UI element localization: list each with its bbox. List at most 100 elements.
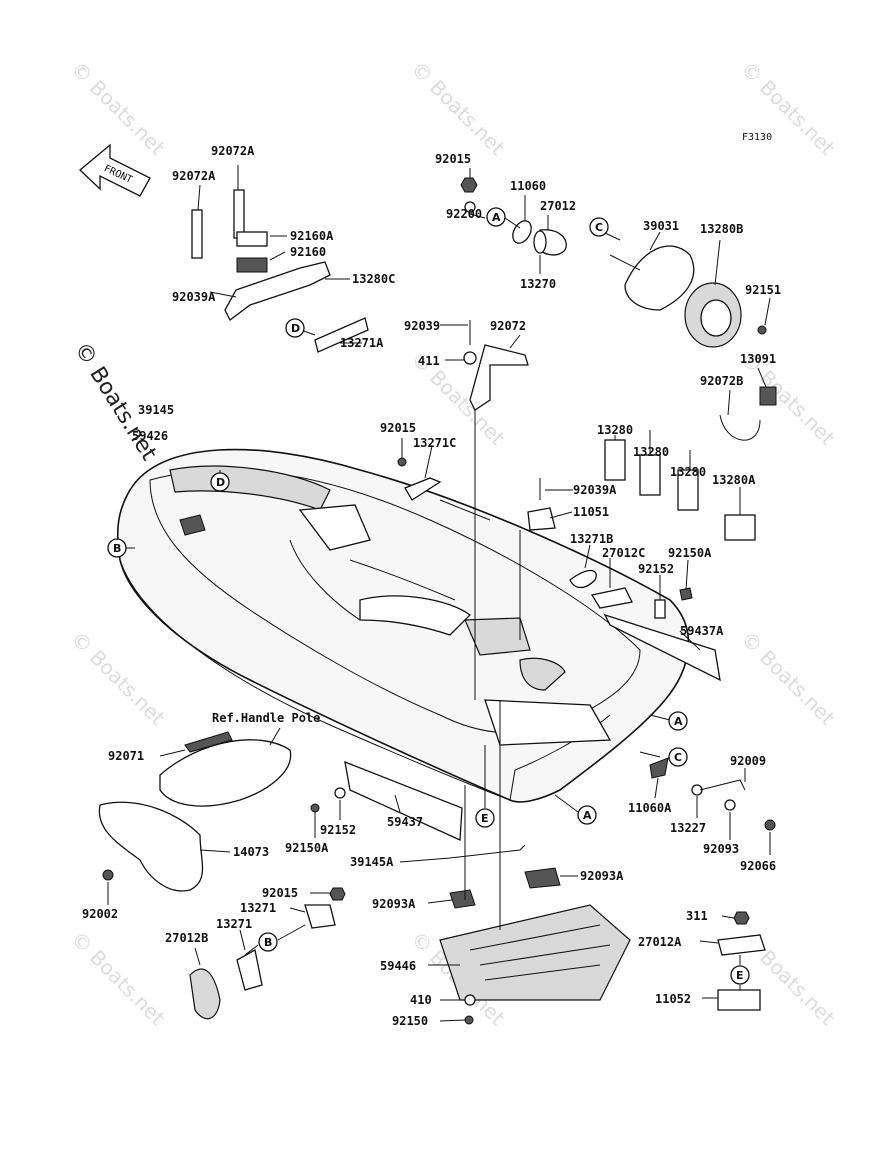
part-label: 92152 (320, 823, 356, 837)
part-label: 92015 (262, 886, 298, 900)
part-label: 92152 (638, 562, 674, 576)
part-label: 11052 (655, 992, 691, 1006)
svg-text:C: C (595, 221, 603, 234)
hull (116, 448, 690, 803)
part-label: 13280C (352, 272, 395, 286)
callout-d: D (285, 318, 305, 338)
part-label: 13227 (670, 821, 706, 835)
part-label: 13271C (413, 436, 456, 450)
part-label: 13271B (570, 532, 613, 546)
part-label: 411 (418, 354, 440, 368)
straps (191, 189, 369, 353)
part-label: 13271 (216, 917, 252, 931)
part-label: 13280B (700, 222, 743, 236)
right-parts (649, 757, 776, 1011)
mid-brackets (397, 457, 721, 682)
part-label: 13271 (240, 901, 276, 915)
part-label: 27012 (540, 199, 576, 213)
part-label: 39145A (350, 855, 394, 869)
part-label: 39145 (138, 403, 174, 417)
part-label: 59426 (132, 429, 168, 443)
part-label: 13091 (740, 352, 776, 366)
watermark: © Boats.net (736, 627, 839, 730)
clamps (604, 386, 777, 541)
part-labels: 92072A 92072A 92160A 92160 13280C 92039A… (82, 144, 781, 1028)
svg-text:B: B (113, 542, 121, 555)
part-label: 59437 (387, 815, 423, 829)
part-label: 92093A (580, 869, 624, 883)
part-label: 11051 (573, 505, 609, 519)
pole-bracket (463, 320, 529, 411)
front-arrow-icon: FRONT (79, 143, 151, 197)
part-label: 27012A (638, 935, 682, 949)
part-label: 13270 (520, 277, 556, 291)
part-label: 92151 (745, 283, 781, 297)
callout-a: A (577, 805, 597, 825)
svg-text:D: D (291, 322, 300, 335)
part-label: 92066 (740, 859, 776, 873)
part-label: 92072A (172, 169, 216, 183)
part-label: 92150A (285, 841, 329, 855)
svg-text:E: E (481, 812, 489, 825)
watermark: © Boats.net (66, 57, 169, 160)
callout-e: E (475, 808, 495, 828)
part-label: 39031 (643, 219, 679, 233)
callout-b: B (107, 538, 127, 558)
diagram-code: F3130 (742, 132, 772, 143)
part-label: 92015 (435, 152, 471, 166)
part-label: 92071 (108, 749, 144, 763)
part-label: 92039A (573, 483, 617, 497)
callouts: D A C D B A C A E B E (107, 207, 750, 985)
callout-c: C (668, 747, 688, 767)
part-label: 13280 (670, 465, 706, 479)
part-label: 92160 (290, 245, 326, 259)
part-label: 11060 (510, 179, 546, 193)
part-label: 92093A (372, 897, 416, 911)
part-label: 92039A (172, 290, 216, 304)
svg-text:B: B (264, 936, 272, 949)
part-label: 13280A (712, 473, 756, 487)
callout-d: D (210, 472, 230, 492)
part-label: 92200 (446, 207, 482, 221)
watermark: © Boats.net (66, 627, 169, 730)
top-cluster (460, 177, 567, 256)
part-label: 92072B (700, 374, 743, 388)
part-label: 27012B (165, 931, 208, 945)
part-label: 13271A (340, 336, 384, 350)
part-label: 92072A (211, 144, 255, 158)
svg-text:E: E (736, 969, 744, 982)
reference-label: Ref.Handle Pole (212, 711, 320, 725)
watermark: © Boats.net (406, 57, 509, 160)
callout-a: A (486, 207, 506, 227)
part-label: 92072 (490, 319, 526, 333)
part-label: 92160A (290, 229, 334, 243)
lower-parts (98, 731, 631, 1025)
part-label: 59437A (680, 624, 724, 638)
part-label: 14073 (233, 845, 269, 859)
callout-c: C (589, 217, 609, 237)
part-label: 311 (686, 909, 708, 923)
part-label: 13280 (633, 445, 669, 459)
svg-text:A: A (674, 715, 683, 728)
svg-text:C: C (674, 751, 682, 764)
part-label: 11060A (628, 801, 672, 815)
part-label: 92150 (392, 1014, 428, 1028)
part-label: 92039 (404, 319, 440, 333)
watermark-dark: © Boats.net (69, 338, 162, 465)
part-label: 27012C (602, 546, 645, 560)
part-label: 410 (410, 993, 432, 1007)
part-label: 92150A (668, 546, 712, 560)
svg-text:A: A (492, 211, 501, 224)
part-label: 92093 (703, 842, 739, 856)
leader-lines (107, 165, 771, 1022)
part-label: 59446 (380, 959, 416, 973)
part-label: 92015 (380, 421, 416, 435)
svg-text:A: A (583, 809, 592, 822)
callout-e: E (730, 965, 750, 985)
callout-b: B (258, 932, 278, 952)
part-label: 92002 (82, 907, 118, 921)
svg-text:D: D (216, 476, 225, 489)
watermark: © Boats.net (66, 927, 169, 1030)
intake-grille (624, 245, 767, 348)
